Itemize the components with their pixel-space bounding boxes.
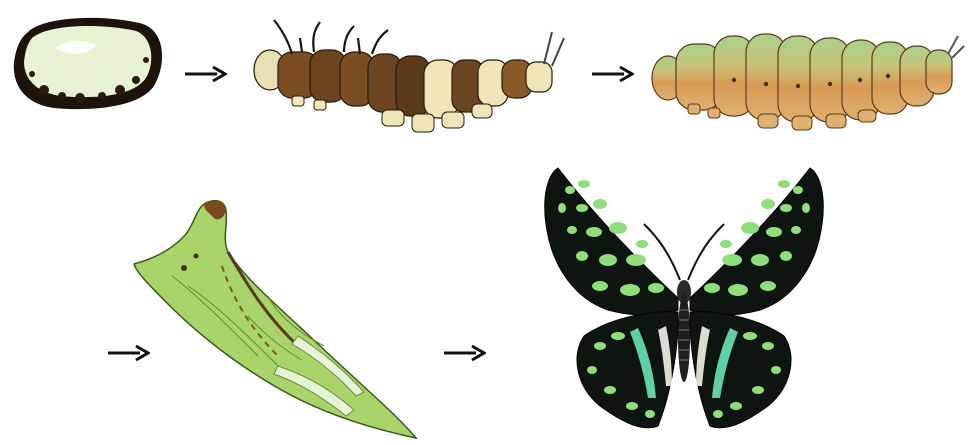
green-caterpillar-icon	[648, 18, 966, 134]
chrysalis-icon	[128, 196, 423, 442]
young-caterpillar-stage	[252, 12, 568, 138]
egg-icon	[10, 14, 168, 114]
arrow-chrysalis-to-butterfly	[442, 343, 486, 363]
arrow-caterpillar-to-caterpillar	[590, 64, 634, 84]
arrow-egg-to-caterpillar	[183, 64, 227, 84]
egg-stage	[10, 14, 168, 114]
butterfly-icon	[538, 160, 830, 442]
dark-caterpillar-icon	[252, 12, 568, 138]
older-caterpillar-stage	[648, 18, 966, 134]
chrysalis-stage	[128, 196, 423, 442]
butterfly-stage	[538, 160, 830, 442]
